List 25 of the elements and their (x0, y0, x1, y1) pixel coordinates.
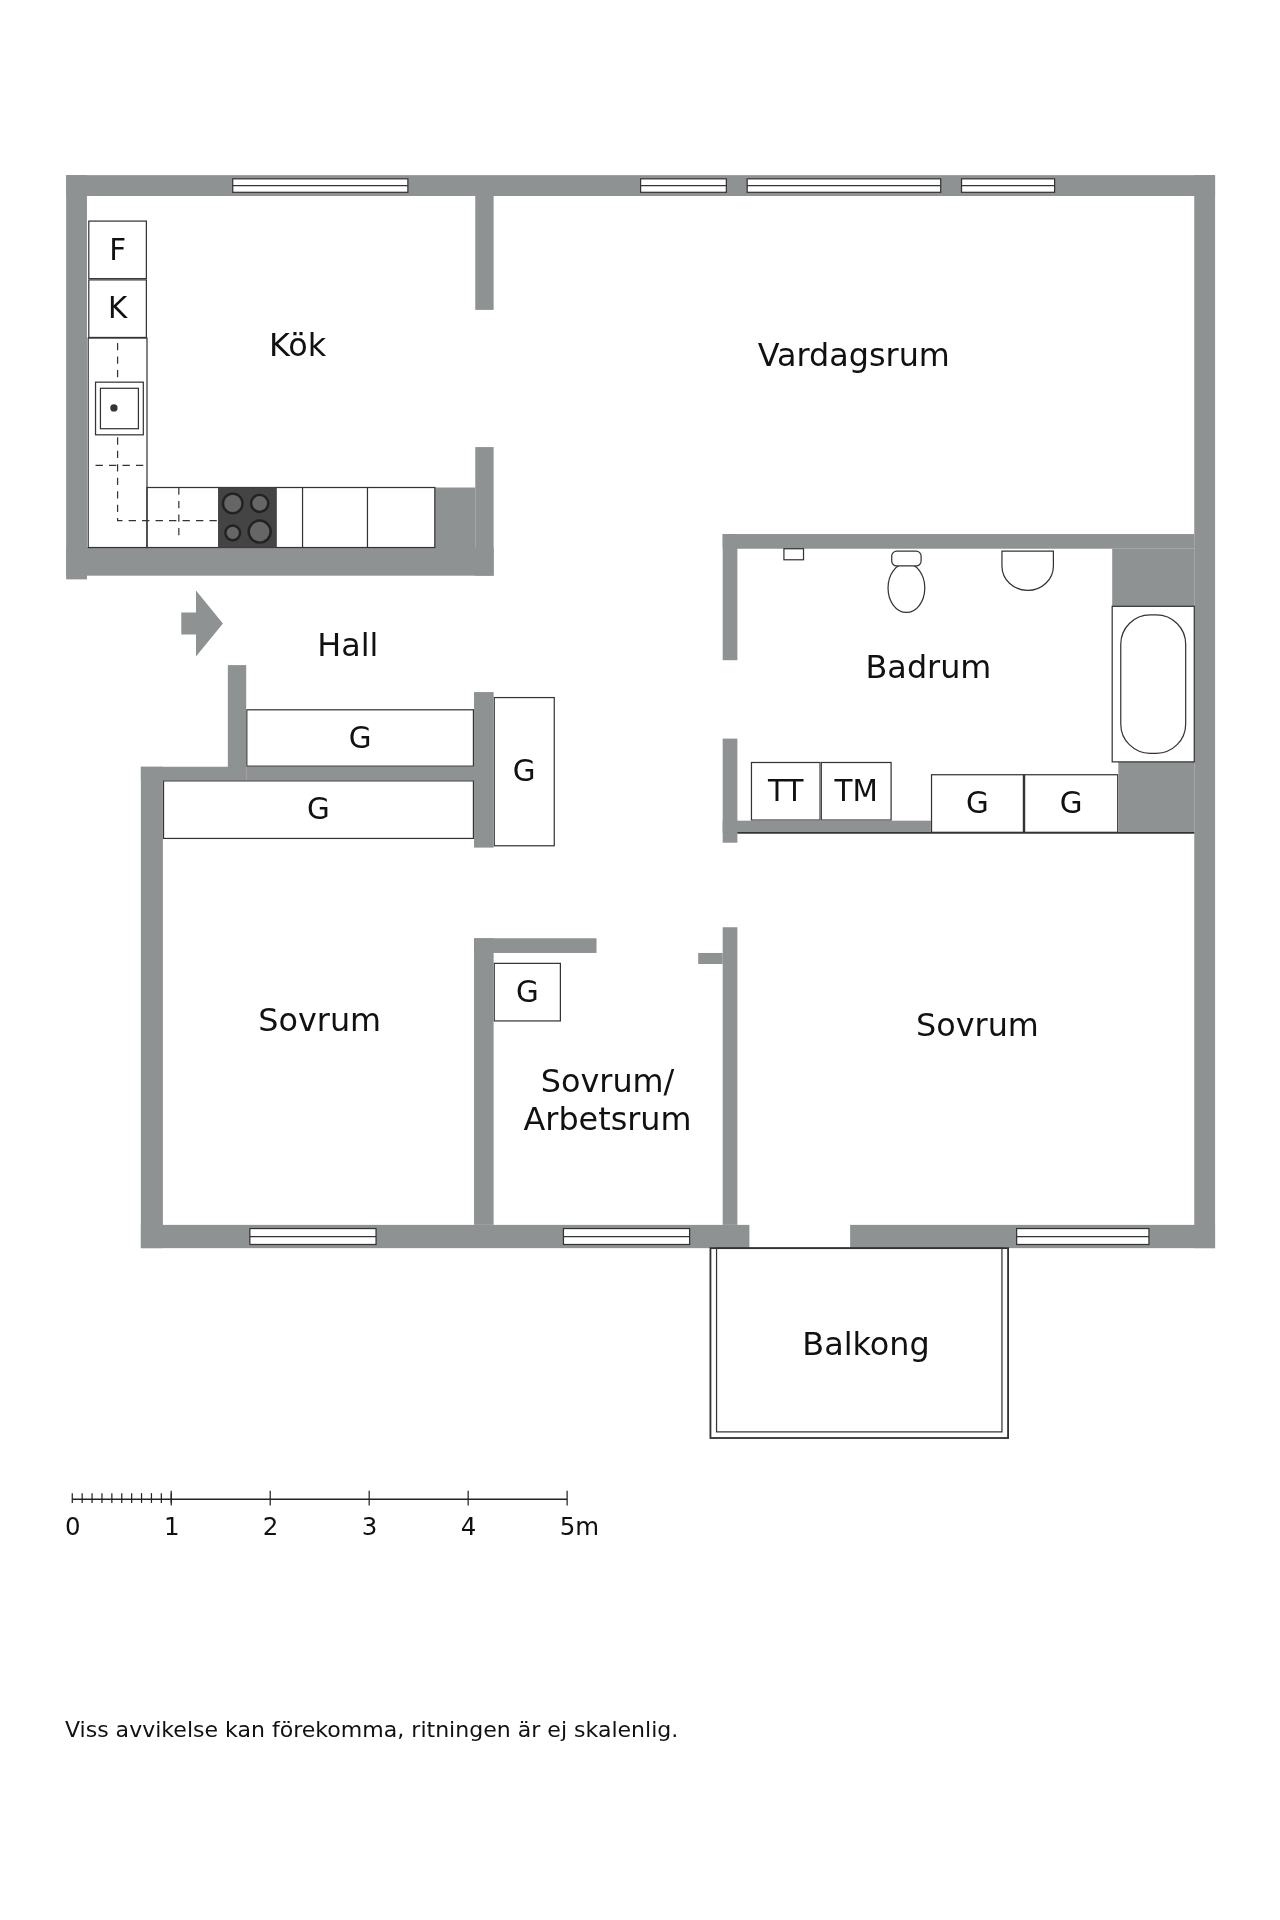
freezer-box: F (88, 220, 147, 280)
dryer-box: TT (750, 761, 821, 821)
wardrobe-box: G (1024, 774, 1119, 833)
wardrobe-box: G (246, 709, 475, 767)
scale-number: 4 (460, 1511, 477, 1541)
room-label: Sovrum (258, 1001, 382, 1040)
scale-number: 5m (559, 1511, 600, 1541)
wardrobe-box: G (930, 774, 1024, 833)
room-label: Badrum (865, 648, 992, 687)
scale-number: 1 (163, 1511, 180, 1541)
scale-number: 2 (262, 1511, 279, 1541)
scale-number: 0 (64, 1511, 81, 1541)
wardrobe-box: G (493, 696, 555, 847)
wardrobe-box: G (162, 780, 475, 840)
room-label: Vardagsrum (757, 336, 950, 375)
scale-number: 3 (361, 1511, 378, 1541)
room-label: Sovrum/ Arbetsrum (522, 1062, 693, 1140)
wardrobe-box: G (493, 962, 561, 1022)
room-label: Kök (269, 326, 327, 365)
disclaimer-note: Viss avvikelse kan förekomma, ritningen är ej skalenlig. (64, 1716, 679, 1742)
room-label: Balkong (802, 1325, 930, 1364)
room-label: Hall (317, 626, 379, 665)
washer-box: TM (820, 761, 892, 821)
room-label: Sovrum (916, 1006, 1039, 1045)
fridge-box: K (88, 279, 147, 339)
